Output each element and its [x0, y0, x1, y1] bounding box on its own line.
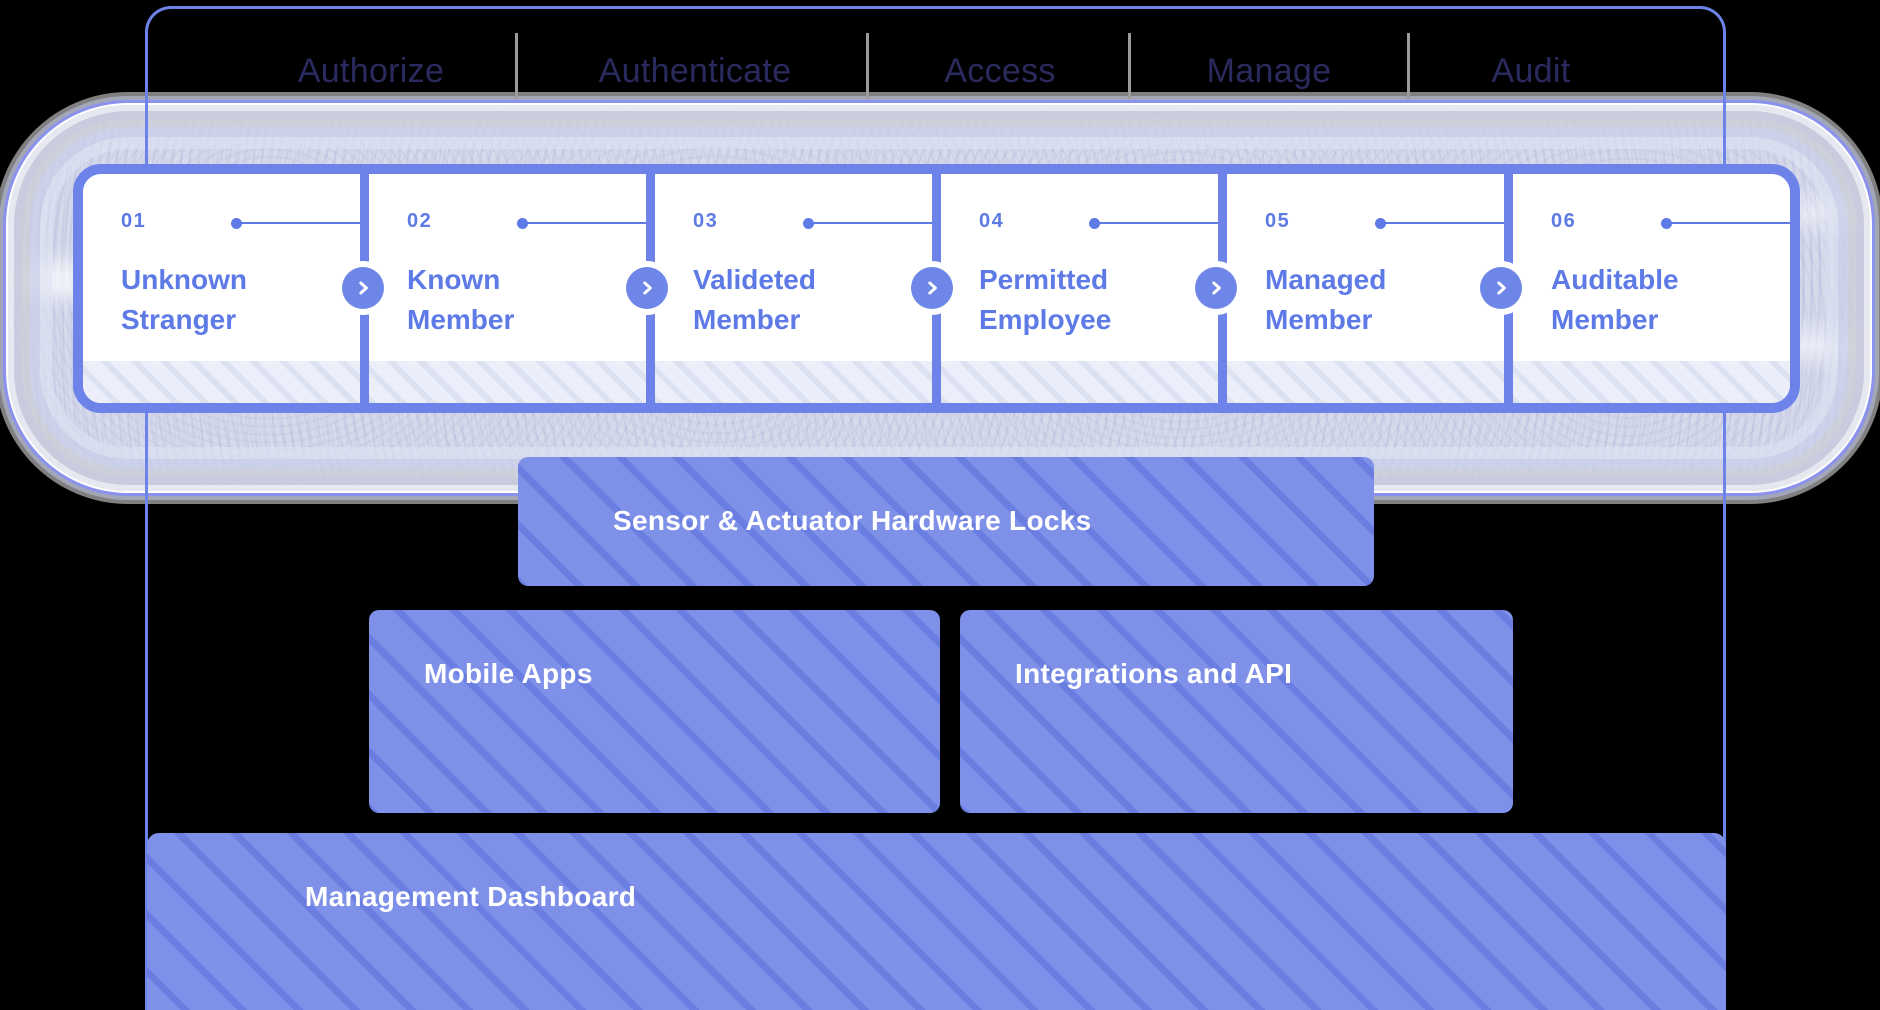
tab-divider: [515, 33, 518, 99]
dot-line-connector: [231, 217, 360, 229]
dot-line-connector: [1661, 217, 1790, 229]
step-card-auditable-member: 06 Auditable Member: [1513, 174, 1790, 403]
chevron-right-icon: [1480, 267, 1522, 309]
dot-line-connector: [803, 217, 932, 229]
integrations-and-api-box: Integrations and API: [960, 610, 1513, 813]
tab-divider: [866, 33, 869, 99]
step-title-line1: Auditable: [1551, 264, 1679, 295]
step-card-valideted-member: 03 Valideted Member: [655, 174, 941, 403]
step-title: Unknown Stranger: [121, 260, 247, 340]
step-title: Permitted Employee: [979, 260, 1111, 340]
tab-divider: [1407, 33, 1410, 99]
step-title-line2: Member: [1265, 304, 1373, 335]
step-title: Auditable Member: [1551, 260, 1679, 340]
step-title-line2: Employee: [979, 304, 1112, 335]
step-title: Known Member: [407, 260, 514, 340]
step-title-line1: Known: [407, 264, 501, 295]
tab-divider: [1128, 33, 1131, 99]
chevron-badge: [1189, 261, 1243, 315]
chevron-right-icon: [626, 267, 668, 309]
step-number: 05: [1265, 210, 1291, 232]
step-number: 01: [121, 210, 147, 232]
dot-line-connector: [517, 217, 646, 229]
step-card-permitted-employee: 04 Permitted Employee: [941, 174, 1227, 403]
chevron-badge: [905, 261, 959, 315]
step-card-known-member: 02 Known Member: [369, 174, 655, 403]
step-title-line2: Member: [1551, 304, 1659, 335]
mobile-apps-box: Mobile Apps: [369, 610, 940, 813]
step-title-line2: Member: [407, 304, 515, 335]
management-dashboard-box: Management Dashboard: [147, 833, 1726, 1010]
step-number: 06: [1551, 210, 1577, 232]
stage-tabs: Authorize Authenticate Access Manage Aud…: [0, 0, 1880, 120]
dot-line-connector: [1089, 217, 1218, 229]
step-number: 02: [407, 210, 433, 232]
tab-authenticate: Authenticate: [598, 52, 792, 90]
tab-authorize: Authorize: [297, 52, 445, 90]
step-title-line2: Member: [693, 304, 801, 335]
chevron-right-icon: [1195, 267, 1237, 309]
tab-access: Access: [944, 52, 1056, 90]
step-number: 04: [979, 210, 1005, 232]
step-card-unknown-stranger: 01 Unknown Stranger: [83, 174, 369, 403]
chevron-badge: [620, 261, 674, 315]
dot-line-connector: [1375, 217, 1504, 229]
step-title-line2: Stranger: [121, 304, 237, 335]
tab-manage: Manage: [1206, 52, 1332, 90]
box-label: Sensor & Actuator Hardware Locks: [613, 505, 1092, 536]
sensor-actuator-hardware-locks-box: Sensor & Actuator Hardware Locks: [518, 457, 1374, 586]
step-title: Managed Member: [1265, 260, 1386, 340]
chevron-badge: [336, 261, 390, 315]
box-label: Mobile Apps: [424, 658, 593, 689]
step-title-line1: Unknown: [121, 264, 247, 295]
step-number: 03: [693, 210, 719, 232]
step-title-line1: Permitted: [979, 264, 1109, 295]
step-title-line1: Managed: [1265, 264, 1387, 295]
chevron-right-icon: [911, 267, 953, 309]
step-title-line1: Valideted: [693, 264, 816, 295]
chevron-right-icon: [342, 267, 384, 309]
outer-frame: [145, 6, 1726, 1010]
step-card-managed-member: 05 Managed Member: [1227, 174, 1513, 403]
box-label: Management Dashboard: [305, 881, 637, 912]
chevron-badge: [1474, 261, 1528, 315]
step-title: Valideted Member: [693, 260, 816, 340]
box-label: Integrations and API: [1015, 658, 1293, 689]
tab-audit: Audit: [1491, 52, 1571, 90]
